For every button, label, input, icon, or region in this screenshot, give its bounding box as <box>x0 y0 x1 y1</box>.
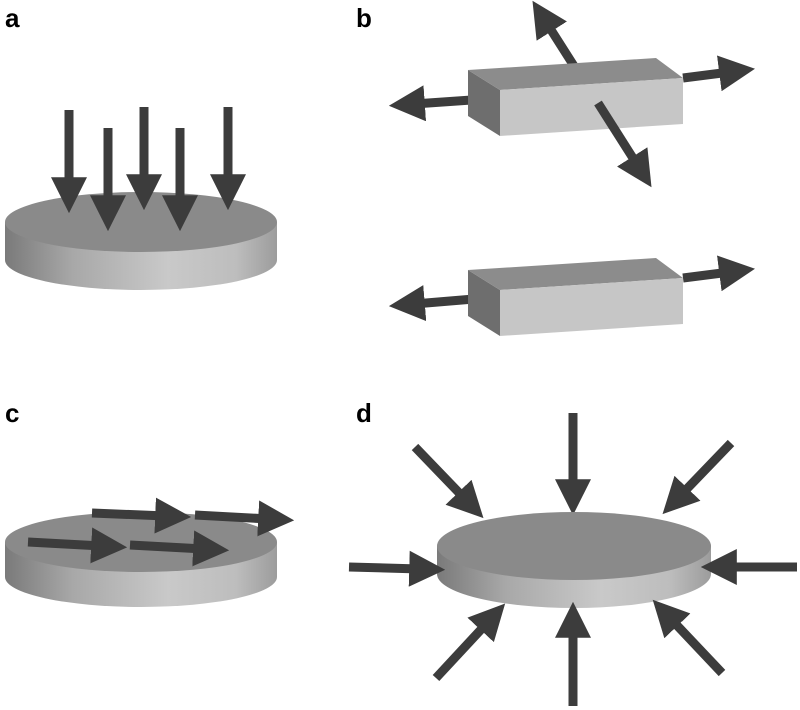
disc-c <box>5 512 277 607</box>
radial-arrows-d-back <box>411 413 735 519</box>
panel-label-b: b <box>356 3 372 33</box>
disc-d <box>437 512 711 608</box>
panel-label-c: c <box>5 398 19 428</box>
compression-arrows-a <box>51 107 246 232</box>
panel-label-d: d <box>356 398 372 428</box>
block-lower <box>468 258 683 336</box>
panel-a <box>5 107 277 290</box>
tension-arrows-b-front <box>594 55 755 188</box>
disc-a <box>5 192 277 290</box>
panel-label-a: a <box>5 3 20 33</box>
shear-arrows-c <box>27 497 295 567</box>
panel-d <box>348 413 797 706</box>
panel-c <box>5 497 295 607</box>
block-upper <box>468 58 683 136</box>
tension-arrows-b2-front <box>682 255 755 292</box>
radial-arrows-d-front <box>348 549 797 706</box>
panel-b <box>388 0 755 336</box>
